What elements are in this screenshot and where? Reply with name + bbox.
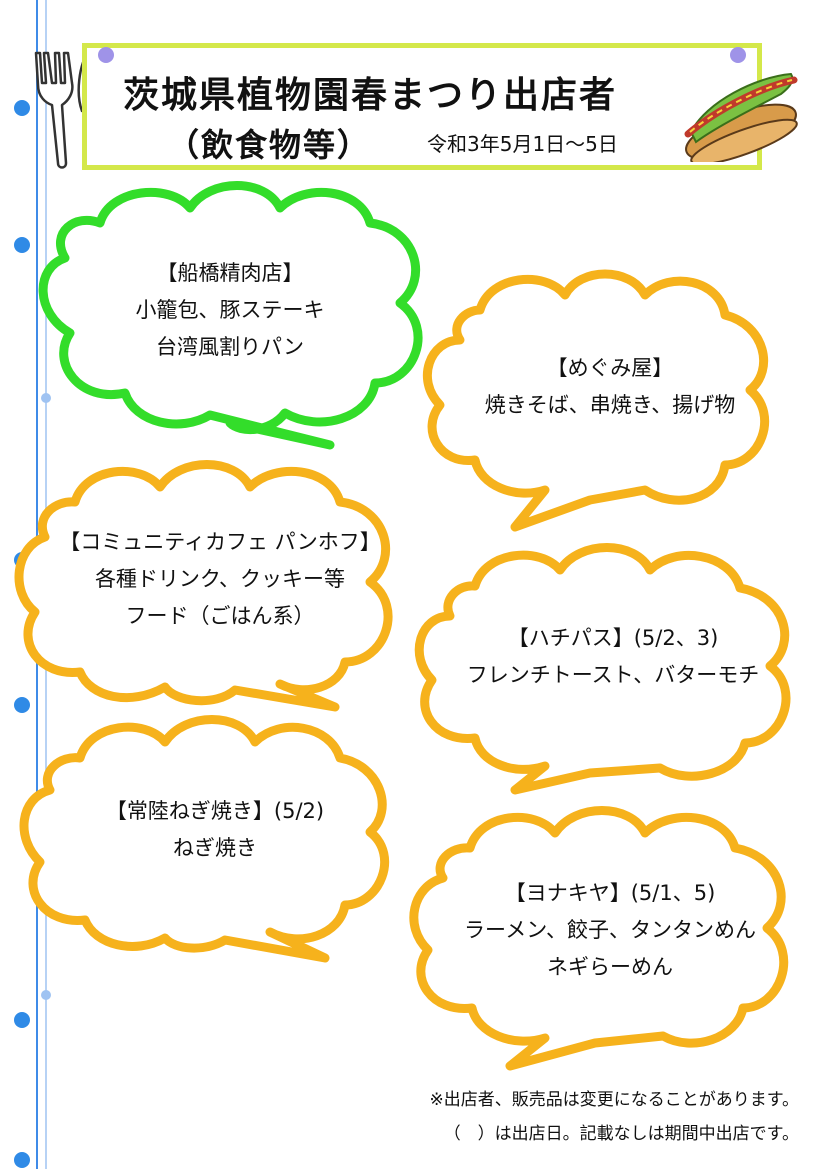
page-subtitle: （飲食物等） [167, 126, 372, 164]
vendor-name: 【常陸ねぎ焼き】(5/2) [105, 799, 325, 823]
vendor-bubble-3: 【コミュニティカフェ パンホフ】 各種ドリンク、クッキー等 フード（ごはん系） [45, 524, 395, 635]
note-line-1: ※出店者、販売品は変更になることがあります。 [429, 1090, 799, 1110]
vendor-item: フード（ごはん系） [125, 604, 315, 628]
vendor-item: 各種ドリンク、クッキー等 [94, 567, 346, 591]
note-line-2: （ ）は出店日。記載なしは期間中出店です。 [443, 1124, 799, 1144]
speech-bubble-2 [422, 269, 770, 532]
vendor-name: 【ヨナキヤ】(5/1、5) [504, 881, 716, 905]
vendor-bubble-5: 【常陸ねぎ焼き】(5/2) ねぎ焼き [65, 793, 365, 867]
vendor-bubble-2: 【めぐみ屋】 焼きそば、串焼き、揚げ物 [460, 350, 760, 424]
binder-dot [14, 1012, 30, 1028]
hotdog-icon [684, 72, 798, 162]
pin-right [730, 47, 746, 63]
binder-dot [14, 697, 30, 713]
vendor-name: 【ハチパス】(5/2、3) [507, 626, 719, 650]
vendor-item: フレンチトースト、バターモチ [466, 663, 760, 687]
page-title: 茨城県植物園春まつり出店者 [123, 75, 618, 116]
vendor-name: 【船橋精肉店】 [156, 261, 304, 285]
speech-bubble-5 [19, 715, 390, 963]
speech-bubble-3 [14, 460, 393, 712]
vendor-bubble-6: 【ヨナキヤ】(5/1、5) ラーメン、餃子、タンタンめん ネギらーめん [440, 875, 780, 986]
binder-dot [14, 237, 30, 253]
speech-bubble-1 [38, 181, 423, 450]
title-box: 茨城県植物園春まつり出店者 （飲食物等） 令和3年5月1日～5日 [82, 43, 762, 170]
vendor-item: ネギらーめん [547, 955, 673, 979]
binder-dot-small [41, 393, 51, 403]
vendor-item: 小籠包、豚ステーキ [135, 298, 325, 322]
event-date: 令和3年5月1日～5日 [427, 132, 618, 156]
vendor-item: ラーメン、餃子、タンタンめん [464, 918, 756, 942]
vendor-name: 【コミュニティカフェ パンホフ】 [59, 530, 381, 554]
binder-dot [14, 100, 30, 116]
vendor-bubble-4: 【ハチパス】(5/2、3) フレンチトースト、バターモチ [448, 620, 778, 694]
binder-dot [14, 1152, 30, 1168]
speech-bubble-6 [409, 806, 789, 1071]
pin-left [98, 47, 114, 63]
vendor-name: 【めぐみ屋】 [546, 356, 674, 380]
vendor-bubble-1: 【船橋精肉店】 小籠包、豚ステーキ 台湾風割りパン [100, 255, 360, 366]
vendor-item: 台湾風割りパン [155, 335, 305, 359]
binder-dot-small [41, 990, 51, 1000]
vendor-item: 焼きそば、串焼き、揚げ物 [484, 393, 736, 417]
speech-bubble-4 [414, 543, 791, 795]
vendor-item: ねぎ焼き [173, 836, 257, 860]
